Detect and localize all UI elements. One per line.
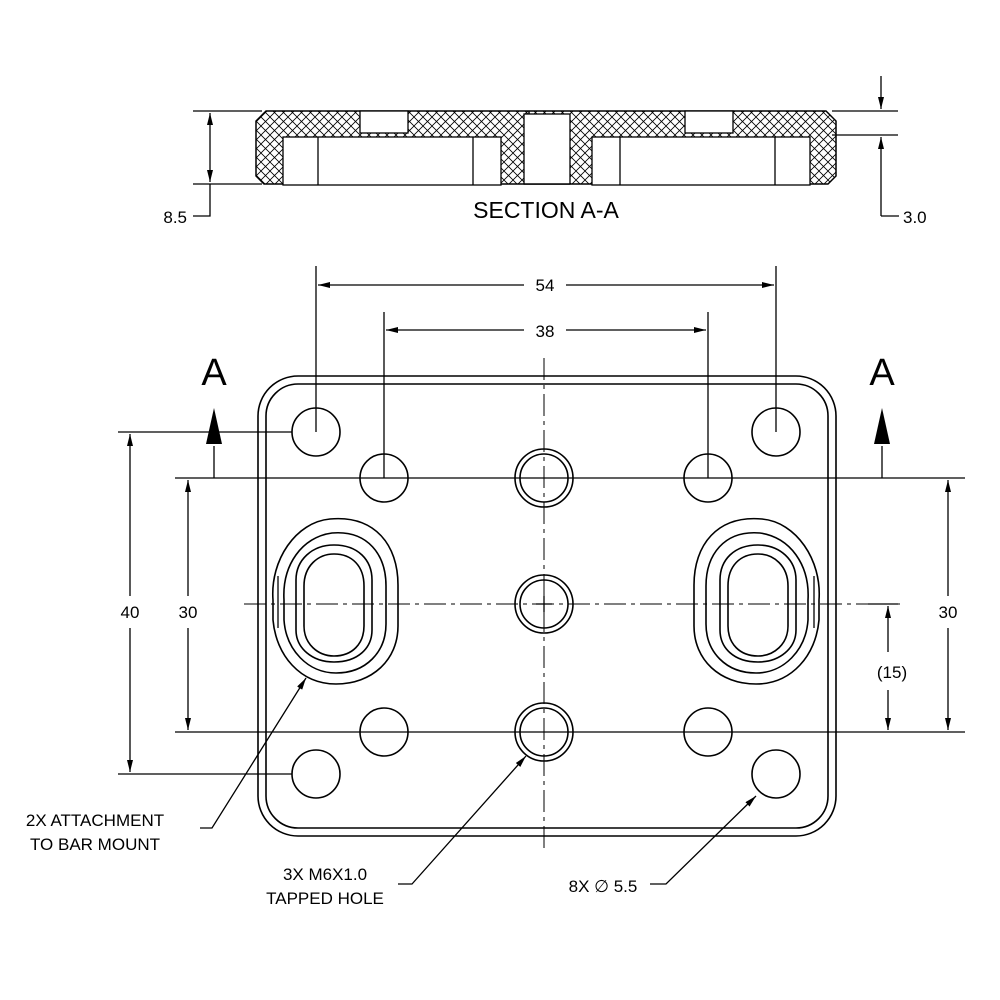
leader-holes [650, 795, 757, 885]
dim-40: 40 [121, 434, 140, 772]
plate-inner-outline [265, 383, 829, 829]
leader-tapped [398, 755, 527, 885]
section-title: SECTION A-A [473, 197, 619, 223]
svg-text:A: A [201, 352, 227, 394]
dim-40-label: 40 [121, 603, 140, 622]
svg-text:A: A [869, 352, 895, 394]
callout-tapped-line1: 3X M6X1.0 [283, 865, 367, 884]
section-view: 8.5 3.0 SECTION A-A [163, 76, 927, 227]
plan-view: 54 38 40 30 30 (15) [26, 266, 965, 908]
attachment-slots [272, 517, 820, 685]
section-cavities [282, 110, 811, 186]
dim-30-left-label: 30 [179, 603, 198, 622]
callout-attachment-line2: TO BAR MOUNT [30, 835, 160, 854]
section-marker-right: A [869, 352, 895, 478]
dim-recess-label: 3.0 [903, 208, 927, 227]
dim-30-left: 30 [179, 480, 198, 730]
dim-15-label: (15) [877, 663, 907, 682]
callout-attachment-line1: 2X ATTACHMENT [26, 811, 164, 830]
dim-30-right: 30 [939, 480, 958, 730]
section-marker-left: A [201, 352, 227, 478]
dim-38: 38 [386, 322, 706, 341]
dim-thickness: 8.5 [163, 110, 262, 227]
dim-54: 54 [318, 276, 774, 295]
dim-thickness-label: 8.5 [163, 208, 187, 227]
corner-holes [291, 407, 801, 799]
plate-outline [257, 375, 837, 837]
leader-attachment [200, 677, 307, 829]
callout-tapped-line2: TAPPED HOLE [266, 889, 384, 908]
dim-15: (15) [877, 606, 907, 730]
dim-54-label: 54 [536, 276, 555, 295]
dim-38-label: 38 [536, 322, 555, 341]
dim-30-right-label: 30 [939, 603, 958, 622]
callout-holes: 8X ∅ 5.5 [569, 877, 638, 896]
dim-recess: 3.0 [832, 76, 927, 227]
